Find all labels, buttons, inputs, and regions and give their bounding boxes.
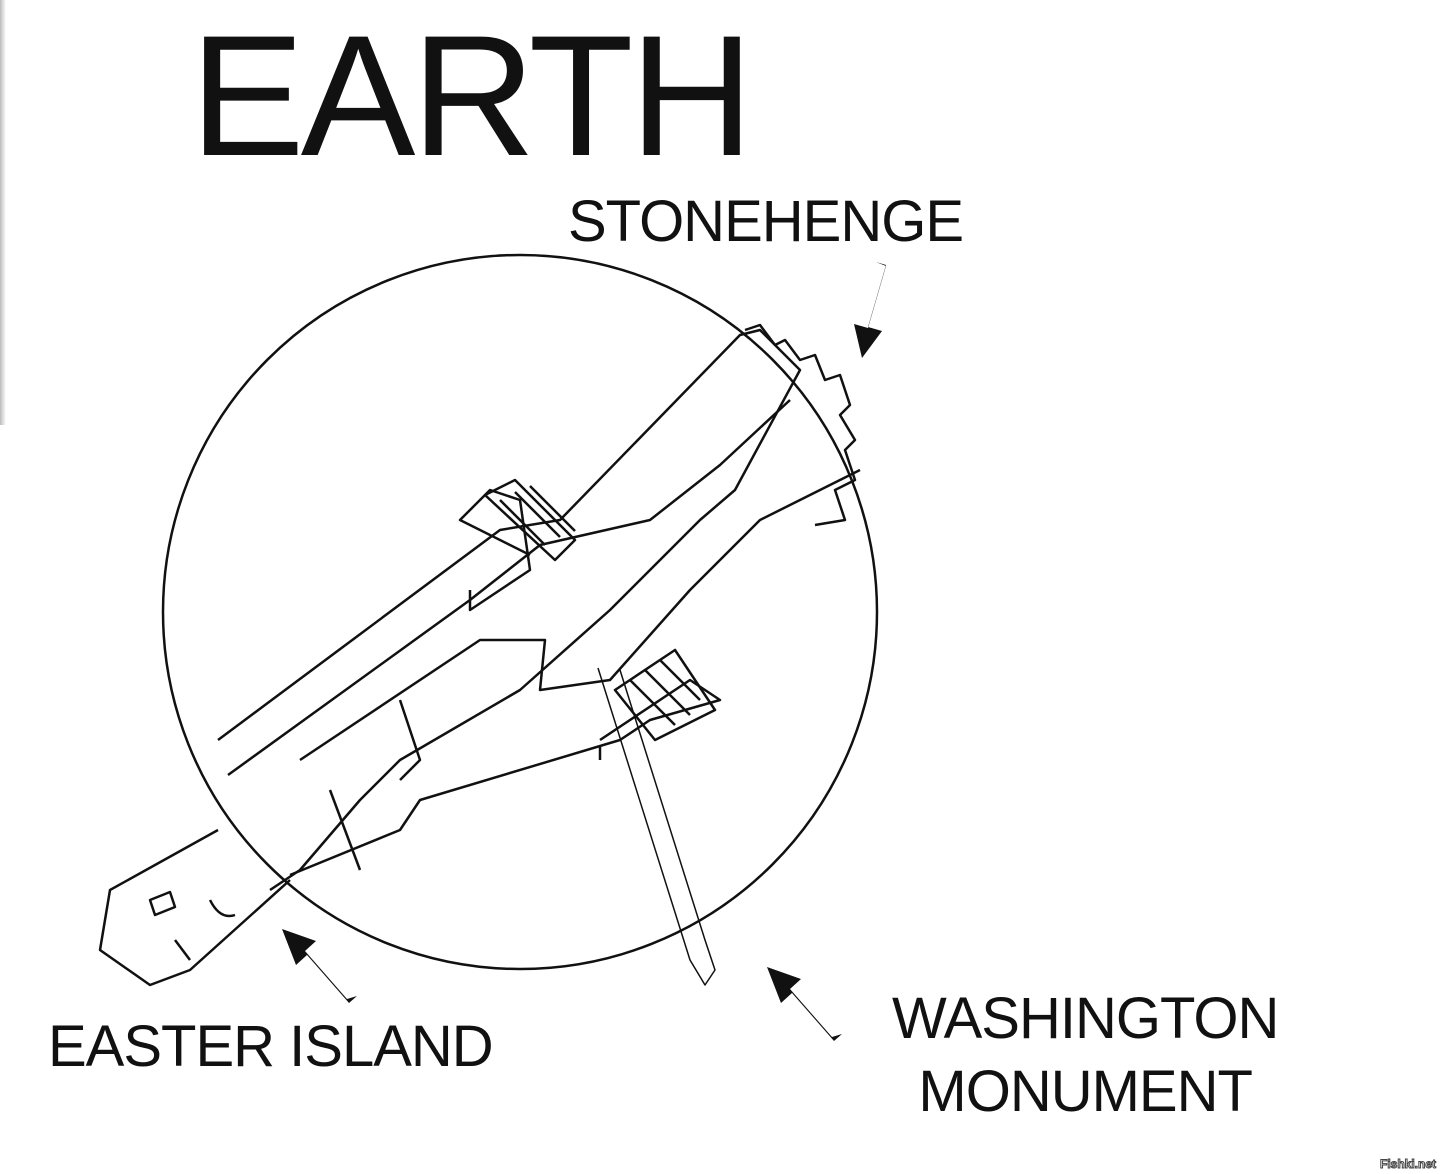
washington-arrow: [767, 967, 842, 1041]
easter-island-label: EASTER ISLAND: [48, 1014, 494, 1079]
watermark: Fishki.net: [1379, 1157, 1436, 1171]
washington-label-line2: MONUMENT: [918, 1058, 1253, 1124]
stonehenge-arrow: [854, 262, 886, 358]
easter-island-arrow: [282, 929, 357, 1003]
edge-shadow: [0, 0, 6, 425]
title: EARTH: [190, 0, 754, 192]
stonehenge-label: STONEHENGE: [568, 189, 964, 254]
earth-circle: [161, 253, 879, 971]
arrows: [282, 262, 886, 1041]
washington-monument: [597, 667, 716, 986]
washington-monument-label: WASHINGTON MONUMENT: [892, 983, 1279, 1128]
giant-figure: [98, 323, 861, 987]
washington-label-line1: WASHINGTON: [892, 986, 1279, 1051]
